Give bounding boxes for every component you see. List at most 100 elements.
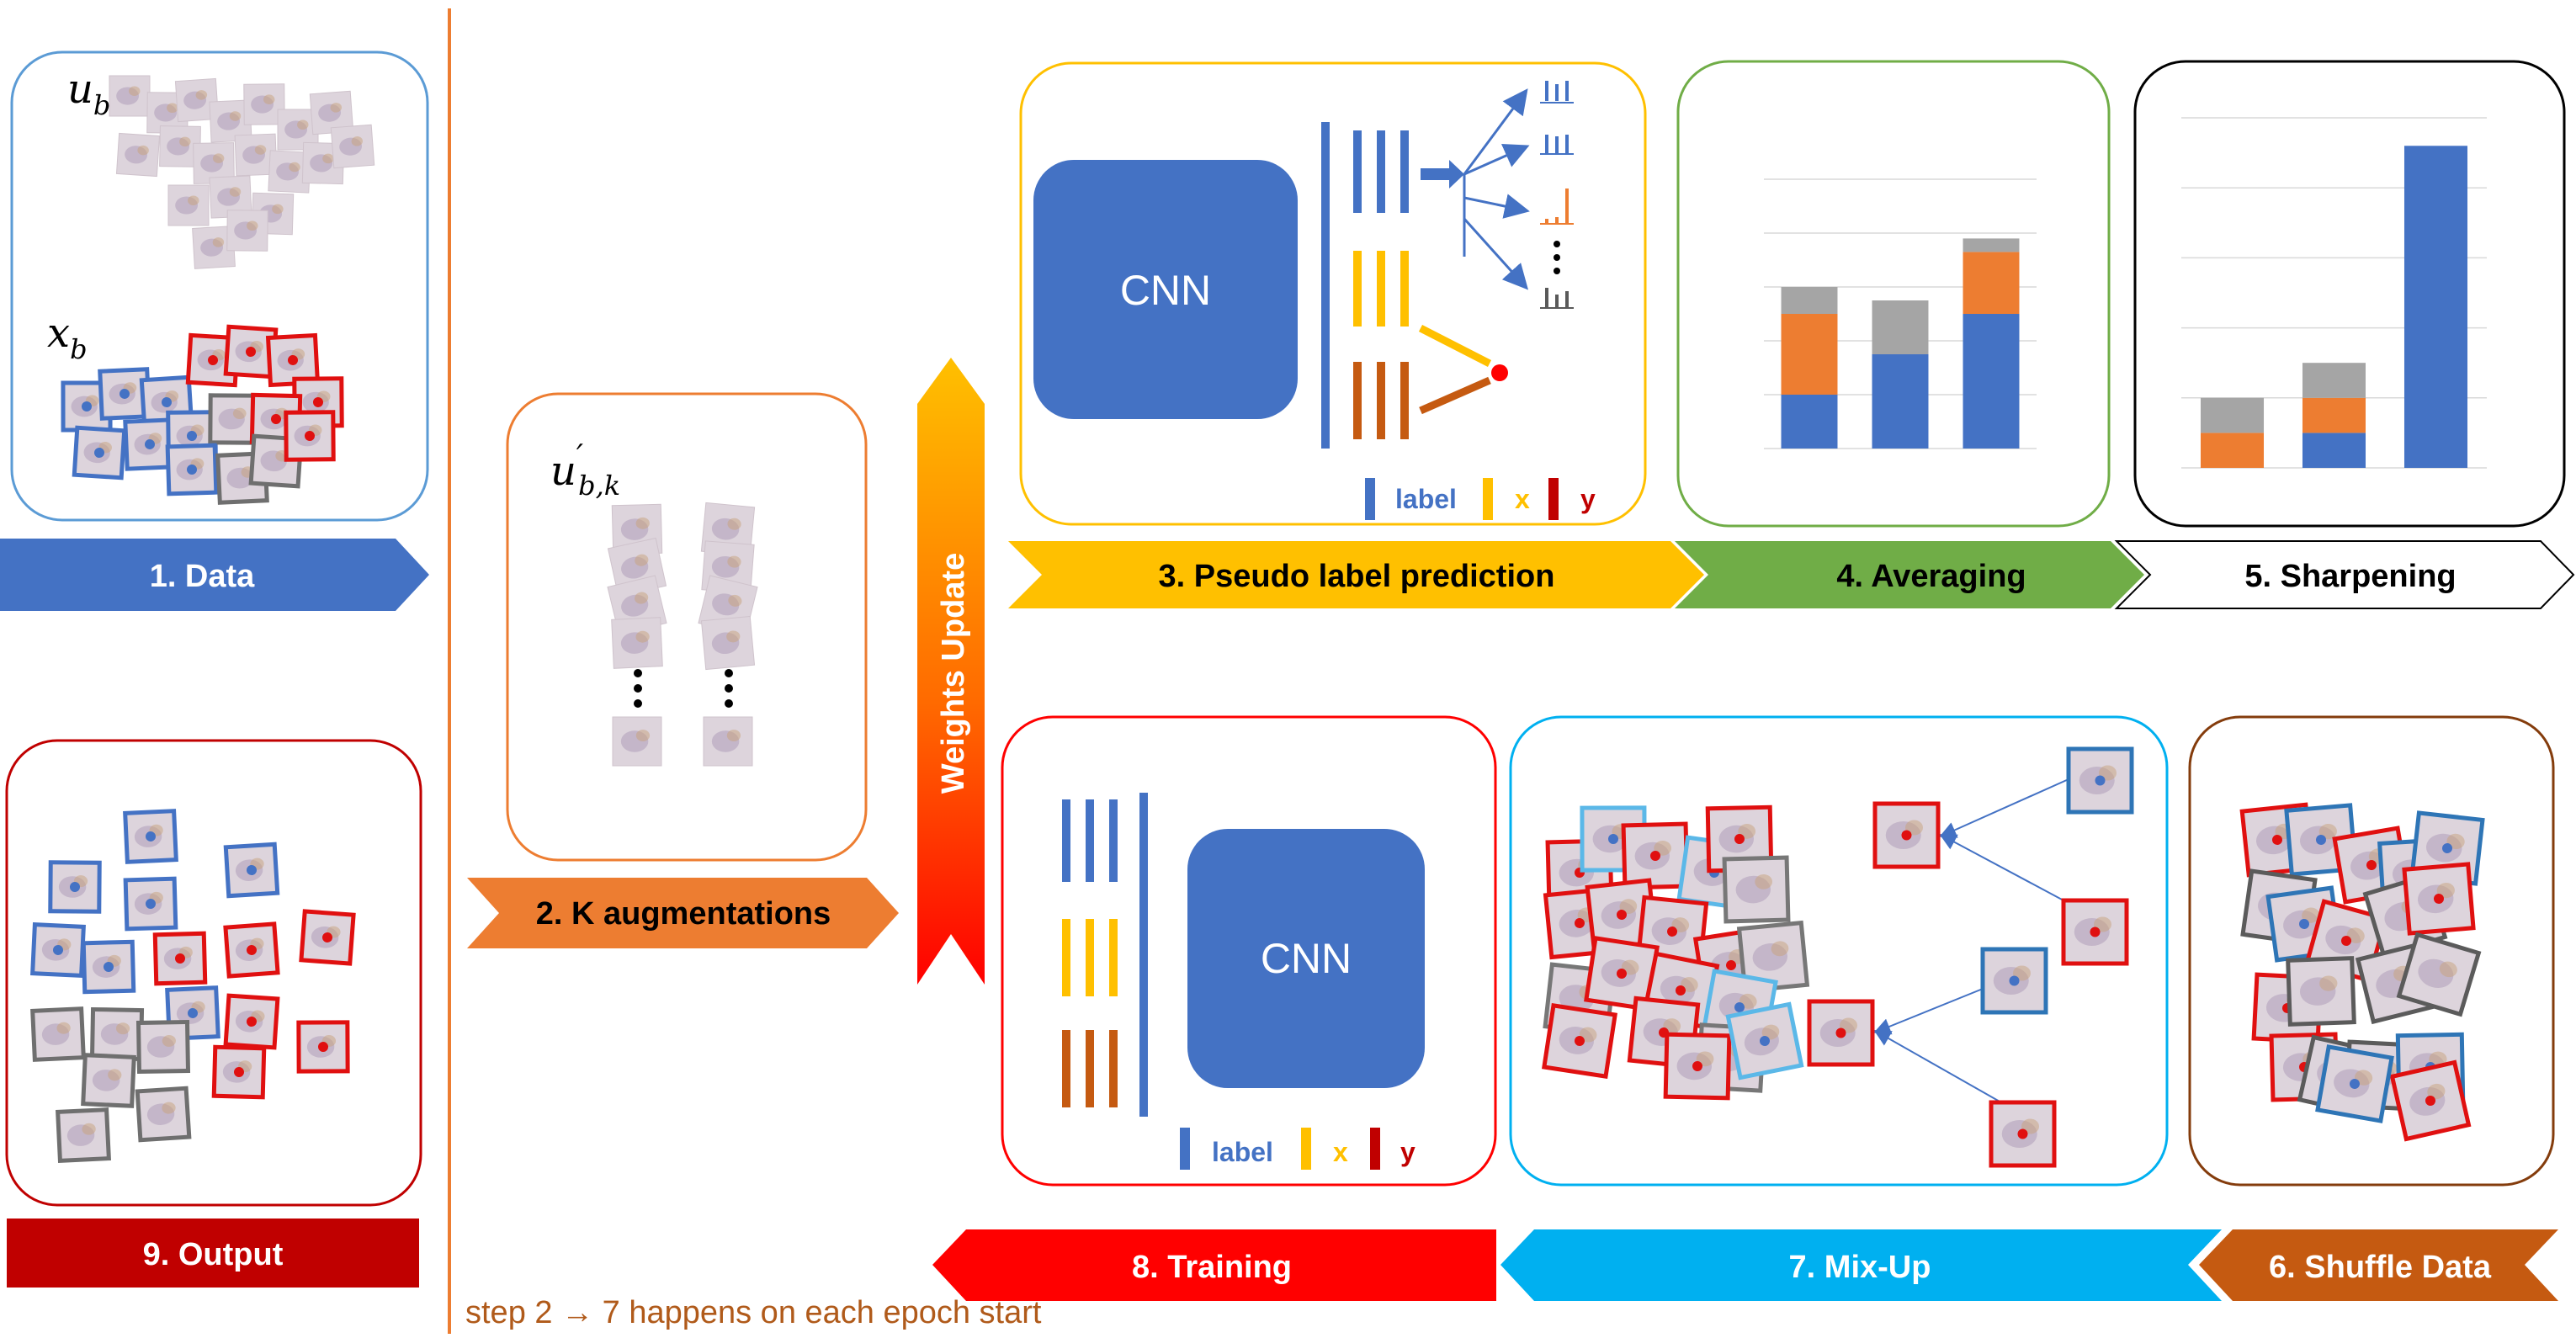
cell-patch — [1989, 1100, 2057, 1168]
legend-x-text: x — [1515, 484, 1530, 514]
cell-patch — [2286, 956, 2356, 1027]
cell-patch — [223, 842, 280, 899]
step8-label: 8. Training — [1132, 1250, 1292, 1285]
averaging-chart — [1764, 178, 2037, 449]
mixup-patch-cluster — [1542, 804, 1810, 1101]
cell-patch — [98, 367, 151, 421]
cell-patch — [115, 132, 161, 178]
cell-patch — [30, 1006, 86, 1062]
cell-patch — [1807, 999, 1875, 1067]
step7-banner — [1500, 1229, 2222, 1301]
cell-patch — [211, 1044, 267, 1100]
shuffled-patch-cluster — [2239, 802, 2485, 1142]
pseudo-label-panel — [1019, 61, 1647, 526]
step7-label: 7. Mix-Up — [1789, 1250, 1931, 1285]
cell-patch — [2061, 898, 2129, 966]
cell-patch — [1722, 855, 1791, 924]
cell-patch — [234, 133, 278, 177]
xy-merge-arrows — [1418, 324, 1508, 415]
cell-patch — [299, 909, 356, 966]
cell-patch — [56, 1107, 111, 1163]
training-divider-bar — [1139, 793, 1148, 1117]
aug-label: u′b,k — [550, 439, 620, 502]
cell-patch — [30, 922, 86, 978]
chart-bar-segment — [1872, 300, 1929, 354]
legend-y-text: y — [1580, 484, 1596, 514]
cell-patch — [330, 124, 375, 169]
mixup-pairing-diagram — [1807, 746, 2134, 1168]
cell-patch — [209, 175, 252, 219]
cell-patch — [223, 921, 280, 979]
training-legend-x: x — [1333, 1137, 1348, 1167]
augmented-patch-stacks — [607, 502, 758, 767]
cell-patch — [174, 77, 220, 123]
cnn-label-top: CNN — [1120, 267, 1211, 314]
cell-patch — [2315, 1044, 2394, 1123]
cnn-label-bottom: CNN — [1261, 935, 1352, 982]
cell-patch — [223, 993, 280, 1050]
step2-banner — [467, 878, 899, 948]
step2-label: 2. K augmentations — [536, 896, 831, 932]
cell-patch — [703, 716, 753, 767]
output-patch-cluster — [30, 809, 356, 1163]
xb-label: xb — [47, 310, 88, 365]
data-panel — [10, 50, 429, 522]
step9-banner — [7, 1219, 419, 1288]
output-panel — [5, 739, 422, 1207]
unlabeled-patch-cluster — [109, 75, 375, 269]
step3-label: 3. Pseudo label prediction — [1159, 559, 1555, 594]
chart-bar-segment — [1781, 395, 1838, 449]
step1-label: 1. Data — [150, 559, 255, 594]
step5-label: 5. Sharpening — [2244, 559, 2456, 594]
cell-patch — [81, 1053, 136, 1108]
chart-bar-segment — [1781, 314, 1838, 395]
cell-patch — [1621, 821, 1690, 890]
cell-patch — [284, 410, 336, 462]
shuffle-panel — [2188, 715, 2555, 1187]
step6-banner — [2199, 1229, 2558, 1301]
cell-patch — [208, 393, 260, 445]
label-flow-arrow — [1421, 160, 1464, 188]
training-legend-label: label — [1212, 1137, 1273, 1167]
step3-banner — [1008, 541, 1704, 608]
cell-patch — [167, 184, 210, 226]
cell-patch — [2402, 862, 2476, 936]
cell-patch — [152, 931, 208, 986]
cell-patch — [1663, 1032, 1732, 1101]
cell-patch — [123, 809, 178, 864]
cell-patch — [159, 125, 201, 167]
predicted-point — [1491, 364, 1508, 381]
chart-bar-segment — [2302, 397, 2366, 433]
training-y-bars — [1062, 1030, 1118, 1107]
chart-bar-segment — [2200, 433, 2265, 468]
training-x-bars — [1062, 919, 1118, 996]
cell-patch — [296, 1020, 350, 1074]
step8-banner — [932, 1229, 1496, 1301]
step9-label: 9. Output — [143, 1237, 284, 1272]
cell-patch — [1872, 801, 1941, 869]
cell-patch — [165, 443, 219, 496]
cell-patch — [1980, 947, 2048, 1015]
cell-patch — [89, 1006, 145, 1062]
pseudo-legend: label x y — [1365, 478, 1596, 520]
label-feature-bars — [1353, 130, 1409, 213]
cell-patch — [612, 716, 662, 767]
augmentation-ellipsis — [634, 669, 733, 708]
legend-label-text: label — [1395, 484, 1457, 514]
chart-bar-segment — [1963, 238, 2020, 252]
weights-update-label: Weights Update — [936, 553, 971, 794]
ub-label: ub — [67, 66, 110, 121]
training-label-bars — [1062, 799, 1118, 882]
cell-patch — [1542, 1003, 1617, 1079]
labeled-patch-cluster — [61, 324, 344, 505]
cell-patch — [109, 75, 151, 117]
cell-patch — [611, 503, 663, 555]
cell-patch — [48, 860, 102, 914]
mixup-panel — [1509, 715, 2169, 1187]
x-feature-bars — [1353, 251, 1409, 327]
step4-label: 4. Averaging — [1836, 559, 2026, 594]
cell-patch — [123, 876, 178, 932]
step6-label: 6. Shuffle Data — [2269, 1250, 2492, 1285]
cell-patch — [277, 109, 319, 151]
branch-arrows — [1463, 88, 1530, 290]
